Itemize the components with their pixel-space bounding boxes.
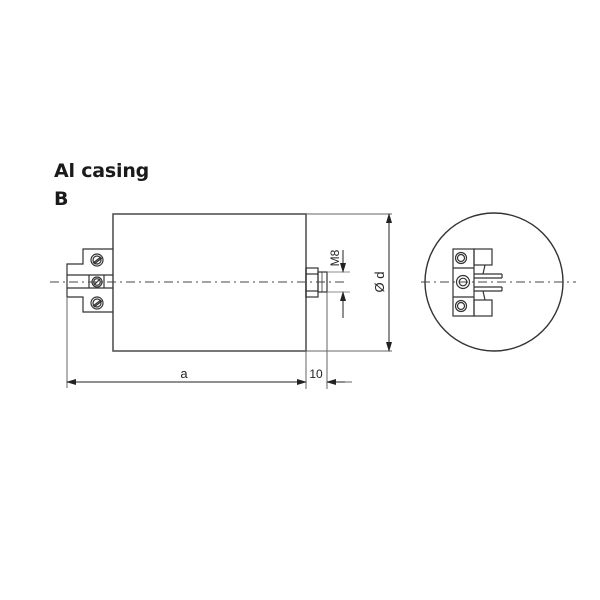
screw-icon <box>455 274 471 290</box>
casing-variant-label: B <box>54 188 69 210</box>
stud-length-label: 10 <box>309 367 323 381</box>
end-view <box>421 212 576 352</box>
terminal-block <box>66 248 113 313</box>
thread-label: M8 <box>328 249 342 266</box>
diameter-label: Ø d <box>372 272 387 293</box>
side-view: M8 Ø d a 10 <box>50 213 392 389</box>
screw-icon <box>90 296 104 310</box>
length-label: a <box>180 366 188 381</box>
screw-icon <box>454 251 468 265</box>
screw-icon <box>90 253 104 267</box>
thread-dimension: M8 <box>327 249 350 318</box>
diameter-dimension: Ø d <box>372 213 392 352</box>
end-terminal-block <box>452 248 503 317</box>
length-dimension: a 10 <box>66 292 352 389</box>
casing-title: Al casing <box>54 160 150 182</box>
screw-icon <box>454 299 468 313</box>
